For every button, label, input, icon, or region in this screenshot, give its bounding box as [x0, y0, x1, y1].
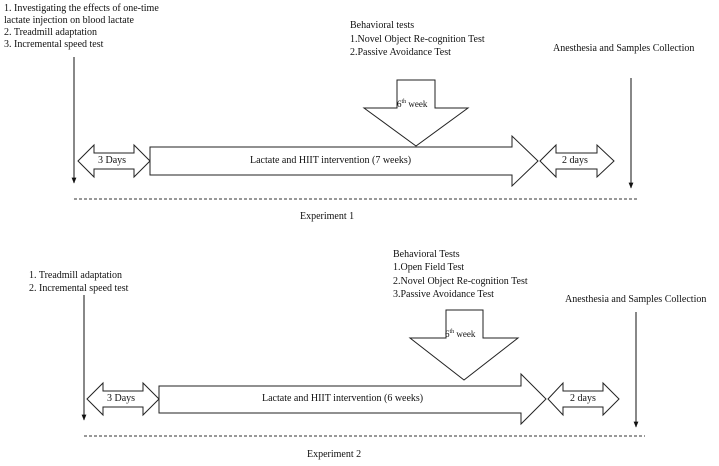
exp2-anesthesia-label: Anesthesia and Samples Collection	[565, 294, 707, 305]
exp1-behavioral-item-1: 1.Novel Object Re-cognition Test	[350, 34, 485, 45]
exp1-intervention-arrow	[149, 134, 539, 188]
exp2-note-2: 2. Incremental speed test	[29, 283, 129, 294]
exp2-intervention-arrow	[158, 372, 547, 426]
exp2-caption: Experiment 2	[307, 449, 362, 460]
exp1-note-1: 1. Investigating the effects of one-time	[4, 3, 159, 14]
exp1-note-3: 2. Treadmill adaptation	[4, 27, 98, 38]
exp2-week-arrow	[408, 309, 520, 381]
exp2-behavioral-item-3: 3.Passive Avoidance Test	[393, 289, 494, 300]
exp1-week-label: 6th week	[397, 99, 428, 109]
exp1-anesthesia-label: Anesthesia and Samples Collection	[553, 43, 695, 54]
exp1-behavioral-item-2: 2.Passive Avoidance Test	[350, 47, 451, 58]
exp1-caption: Experiment 1	[300, 211, 355, 222]
exp1-2days-double-arrow	[539, 143, 615, 179]
exp2-week-label: 6th week	[445, 329, 476, 339]
exp1-note-2: lactate injection on blood lactate	[4, 15, 134, 26]
exp2-2days-label: 2 days	[570, 393, 596, 404]
exp1-note-4: 3. Incremental speed test	[4, 39, 104, 50]
exp1-intervention-label: Lactate and HIIT intervention (7 weeks)	[250, 155, 412, 166]
exp2-2days-double-arrow	[547, 381, 620, 417]
exp1-2days-label: 2 days	[562, 155, 588, 166]
exp2-behavioral-item-2: 2.Novel Object Re-cognition Test	[393, 276, 528, 287]
exp1-behavioral-title: Behavioral tests	[350, 20, 415, 31]
exp2-3days-label: 3 Days	[107, 393, 136, 404]
exp2-intervention-label: Lactate and HIIT intervention (6 weeks)	[262, 393, 424, 404]
exp2-behavioral-title: Behavioral Tests	[393, 249, 460, 260]
exp1-week-arrow	[362, 79, 470, 147]
exp2-note-1: 1. Treadmill adaptation	[29, 270, 123, 281]
exp2-behavioral-item-1: 1.Open Field Test	[393, 262, 465, 273]
exp1-3days-label: 3 Days	[98, 155, 127, 166]
